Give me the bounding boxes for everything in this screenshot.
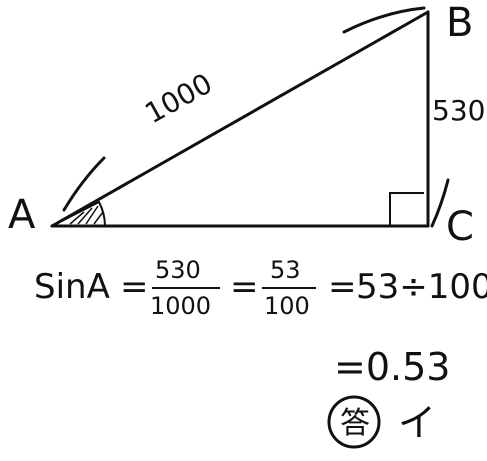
fraction-2-denominator: 100 bbox=[264, 292, 310, 320]
fraction-2-numerator: 53 bbox=[270, 256, 301, 284]
answer-circle bbox=[327, 395, 381, 449]
equation-eq-2: = bbox=[230, 267, 259, 307]
answer-label: 答 bbox=[340, 406, 370, 441]
right-angle-mark bbox=[389, 192, 424, 226]
emphasis-stroke-a bbox=[62, 156, 106, 212]
equation-eq-3: = bbox=[328, 267, 357, 307]
fraction-1-denominator: 1000 bbox=[150, 292, 211, 320]
answer-value: イ bbox=[398, 401, 436, 445]
fraction-1-numerator: 530 bbox=[155, 256, 201, 284]
vertex-label-b: B bbox=[446, 0, 473, 46]
vertex-label-a: A bbox=[8, 192, 36, 238]
side-ab bbox=[50, 10, 430, 228]
side-label-ab: 1000 bbox=[139, 67, 217, 130]
equation-result: =0.53 bbox=[334, 345, 450, 389]
emphasis-stroke-c bbox=[430, 178, 450, 228]
side-label-bc: 530 bbox=[432, 94, 485, 127]
equation-lhs: SinA bbox=[34, 267, 110, 307]
equation-division: 53÷100 bbox=[356, 267, 487, 307]
vertex-label-c: C bbox=[446, 204, 474, 250]
angle-a-hatching bbox=[69, 205, 104, 225]
emphasis-stroke-b bbox=[342, 6, 426, 34]
angle-a-arc bbox=[51, 200, 107, 227]
equation-eq-1: = bbox=[120, 267, 149, 307]
